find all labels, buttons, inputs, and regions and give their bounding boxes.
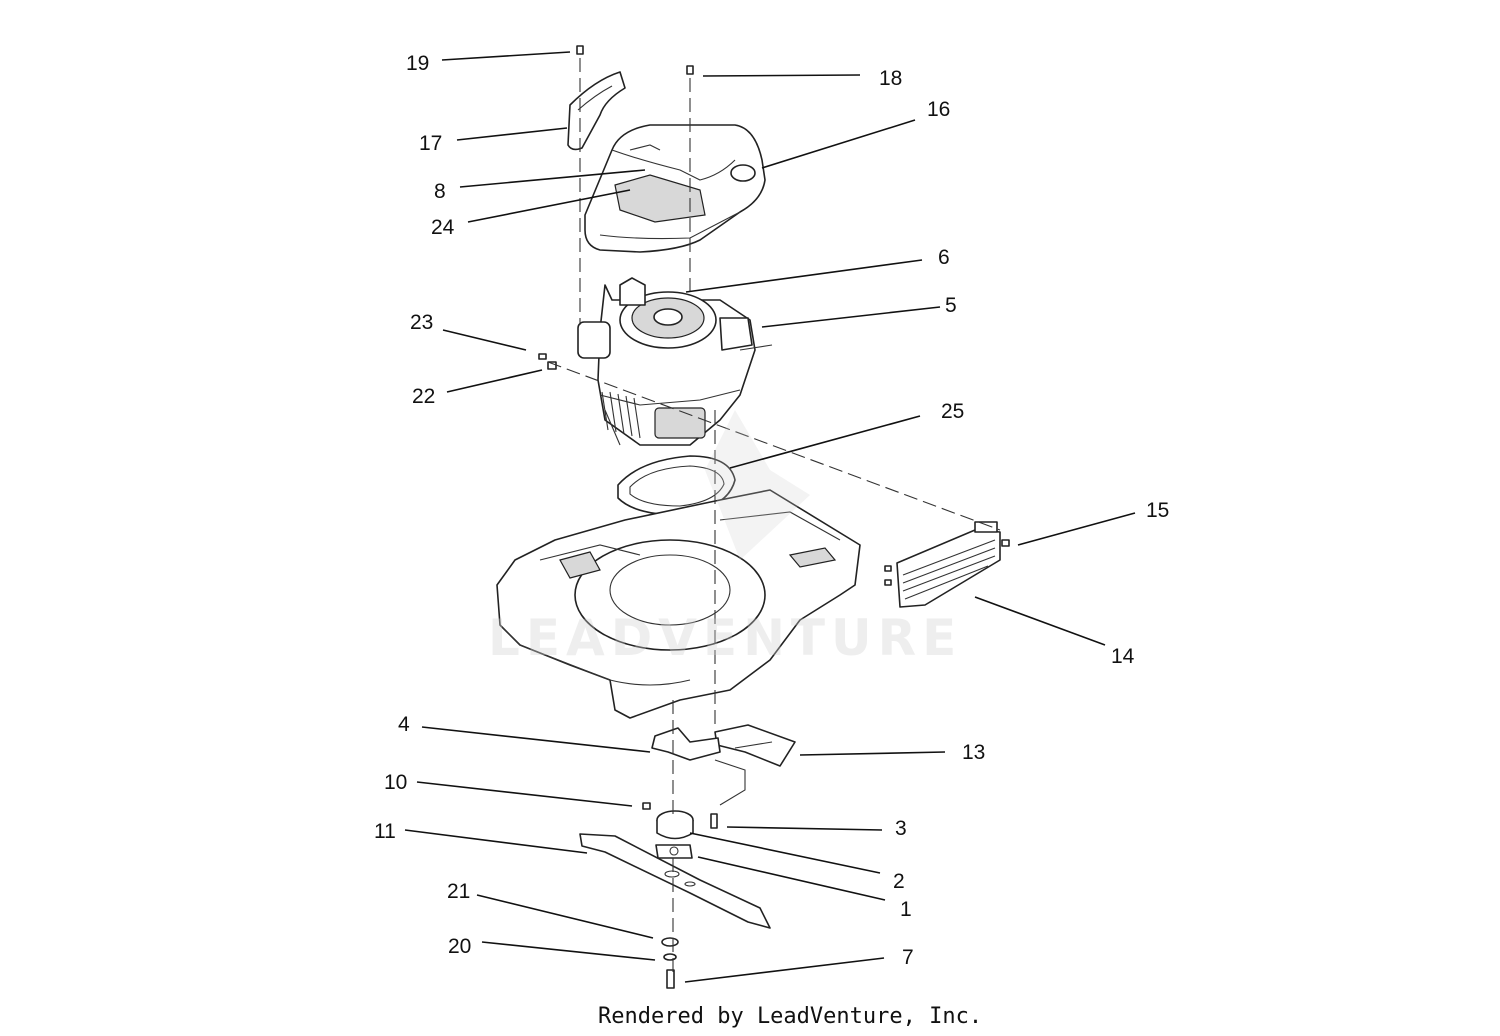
watermark-text: LEADVENTURE bbox=[488, 609, 962, 667]
callout-22: 22 bbox=[412, 385, 435, 408]
blade-hub bbox=[656, 810, 694, 840]
callout-2: 2 bbox=[893, 870, 905, 893]
callout-13: 13 bbox=[962, 741, 985, 764]
callout-23: 23 bbox=[410, 311, 433, 334]
hardware-parts bbox=[538, 45, 1010, 989]
callout-1: 1 bbox=[900, 898, 912, 921]
callout-10: 10 bbox=[384, 771, 407, 794]
engine-cover bbox=[584, 124, 766, 253]
callout-25: 25 bbox=[941, 400, 964, 423]
callout-11: 11 bbox=[374, 820, 396, 843]
watermark: LEADVENTURE bbox=[488, 410, 962, 667]
callout-8: 8 bbox=[434, 180, 446, 203]
hub-plate bbox=[655, 844, 693, 859]
callout-16: 16 bbox=[927, 98, 950, 121]
callout-15: 15 bbox=[1146, 499, 1169, 522]
callout-6: 6 bbox=[938, 246, 950, 269]
callout-24: 24 bbox=[431, 216, 455, 239]
assembly-lines bbox=[547, 58, 1001, 975]
mower-blade bbox=[579, 833, 771, 929]
blade-brace bbox=[714, 724, 796, 767]
footer-credit: Rendered by LeadVenture, Inc. bbox=[598, 1004, 982, 1029]
callout-14: 14 bbox=[1111, 645, 1135, 668]
callout-17: 17 bbox=[419, 132, 442, 155]
leader-lines bbox=[404, 51, 1136, 983]
callout-20: 20 bbox=[448, 935, 471, 958]
callout-18: 18 bbox=[879, 67, 902, 90]
callout-4: 4 bbox=[398, 713, 410, 736]
grille-guard bbox=[896, 521, 1001, 608]
engine bbox=[577, 277, 773, 446]
engine-fins bbox=[601, 391, 641, 439]
callout-21: 21 bbox=[447, 880, 470, 903]
callout-19: 19 bbox=[406, 52, 429, 75]
callout-3: 3 bbox=[895, 817, 907, 840]
callout-7: 7 bbox=[902, 946, 914, 969]
callout-5: 5 bbox=[945, 294, 957, 317]
handle-grip bbox=[567, 71, 626, 151]
callout-labels: 19 18 16 17 8 24 6 5 23 22 25 15 14 4 13… bbox=[374, 52, 1169, 969]
gasket bbox=[617, 455, 736, 516]
blade-adapter-bracket bbox=[651, 727, 721, 761]
mower-deck bbox=[496, 489, 861, 719]
